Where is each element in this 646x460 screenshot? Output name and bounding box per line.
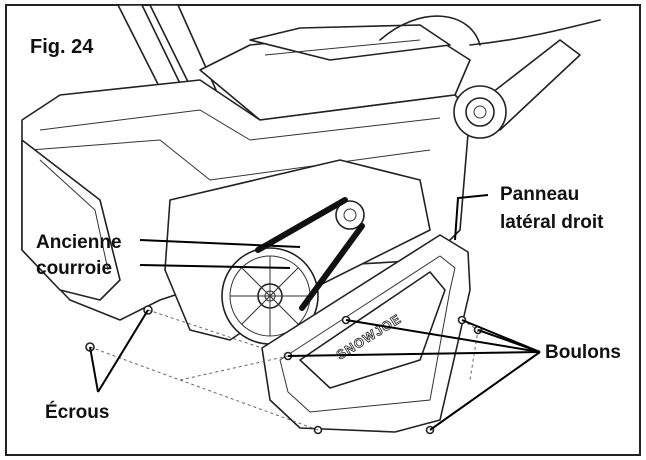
callout-bolts: Boulons bbox=[545, 342, 621, 363]
callout-nuts: Écrous bbox=[45, 401, 109, 423]
callout-side-panel-line2: latéral droit bbox=[500, 212, 604, 233]
snow-thrower-body bbox=[21, 4, 601, 341]
callout-old-belt-line2: courroie bbox=[36, 258, 112, 279]
figure-label: Fig. 24 bbox=[30, 36, 94, 58]
callout-lines bbox=[89, 194, 541, 431]
pulley-and-belt bbox=[221, 197, 365, 345]
callout-old-belt-line1: Ancienne bbox=[36, 232, 122, 253]
old-belt bbox=[255, 197, 365, 311]
callout-side-panel-line1: Panneau bbox=[500, 184, 579, 205]
